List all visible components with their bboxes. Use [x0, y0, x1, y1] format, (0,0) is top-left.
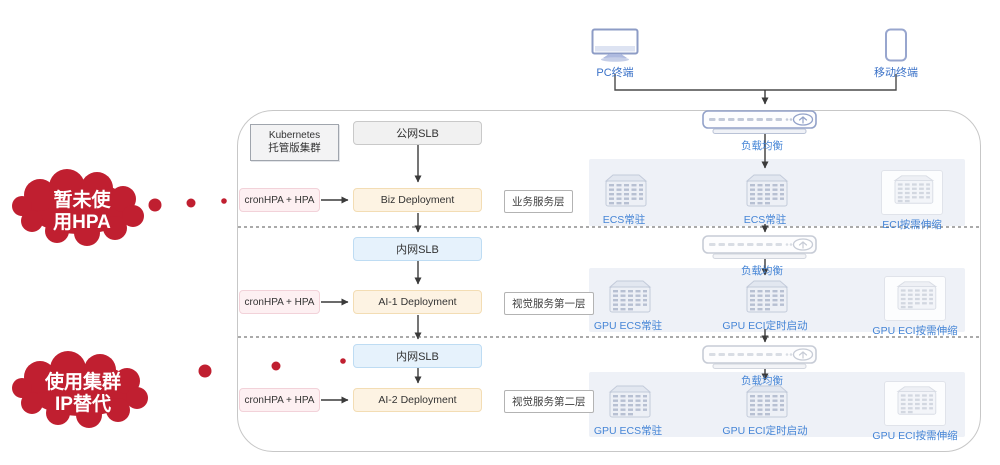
server-stack-icon: [745, 280, 789, 313]
note-cloud-no-hpa: 暂未使 用HPA: [12, 169, 144, 246]
ai1-deployment-box: AI-1 Deployment: [353, 290, 482, 314]
hpa-label-vision1: cronHPA + HPA: [244, 296, 315, 308]
layer-label-business: 业务服务层: [504, 190, 573, 213]
load-balancer-label: 负载均衡: [741, 140, 783, 152]
pc-terminal-label: PC终端: [596, 67, 634, 79]
load-balancer-label: 负载均衡: [741, 375, 783, 387]
hpa-label-vision2: cronHPA + HPA: [244, 394, 315, 406]
node-gpu-ecs-resident-1: GPU ECS常驻: [573, 278, 683, 333]
node-label: GPU ECI按需伸缩: [872, 325, 958, 337]
node-label: ECI按需伸缩: [882, 219, 942, 231]
hpa-box-vision1: cronHPA + HPA: [239, 290, 320, 314]
public-slb-box: 公网SLB: [353, 121, 482, 145]
node-ecs-resident-2: ECS常驻: [710, 172, 820, 227]
pc-terminal: PC终端: [589, 28, 641, 80]
public-slb-label: 公网SLB: [396, 128, 439, 140]
note-cloud-no-hpa-line2: 用HPA: [53, 212, 111, 233]
node-label: ECS常驻: [602, 214, 646, 226]
server-stack-icon: [745, 174, 789, 207]
internal-slb-label-2: 内网SLB: [396, 351, 439, 363]
server-stack-icon: [745, 385, 789, 418]
node-gpu-eci-on-demand-1: GPU ECI按需伸缩: [860, 276, 970, 338]
load-balancer-icon: [702, 110, 817, 134]
layer-label-vision1: 视觉服务第一层: [504, 292, 594, 315]
server-stack-icon: [608, 280, 652, 313]
load-balancer-icon: [702, 345, 817, 369]
note-cloud-cluster-ip-line2: IP替代: [55, 392, 111, 415]
pc-monitor-icon: [591, 28, 639, 62]
ai2-deployment-box: AI-2 Deployment: [353, 388, 482, 412]
hpa-box-business: cronHPA + HPA: [239, 188, 320, 212]
hpa-label-business: cronHPA + HPA: [244, 194, 315, 206]
ai1-deployment-label: AI-1 Deployment: [378, 296, 457, 308]
mobile-phone-icon: [885, 28, 907, 62]
ai2-deployment-label: AI-2 Deployment: [378, 394, 457, 406]
load-balancer-vision1: 负载均衡: [702, 235, 822, 278]
internal-slb-box-2: 内网SLB: [353, 344, 482, 368]
internal-slb-label-1: 内网SLB: [396, 244, 439, 256]
node-gpu-eci-scheduled-1: GPU ECI定时启动: [710, 278, 820, 333]
load-balancer-business: 负载均衡: [702, 110, 822, 153]
eci-placeholder-frame: [884, 381, 946, 426]
node-label: GPU ECS常驻: [593, 425, 663, 437]
load-balancer-label: 负载均衡: [741, 265, 783, 277]
eci-placeholder-frame: [881, 170, 943, 215]
node-gpu-ecs-resident-2: GPU ECS常驻: [573, 383, 683, 438]
load-balancer-vision2: 负载均衡: [702, 345, 822, 388]
eci-placeholder-frame: [884, 276, 946, 321]
node-label: ECS常驻: [743, 214, 787, 226]
note-cloud-no-hpa-line1: 暂未使: [53, 188, 111, 211]
node-gpu-eci-on-demand-2: GPU ECI按需伸缩: [860, 381, 970, 443]
server-stack-icon: [893, 175, 935, 204]
mobile-terminal: 移动终端: [866, 28, 926, 80]
node-ecs-resident-1: ECS常驻: [569, 172, 679, 227]
load-balancer-icon: [702, 235, 817, 259]
server-stack-icon: [896, 386, 938, 415]
cluster-title: Kubernetes 托管版集群: [250, 124, 339, 161]
node-label: GPU ECI定时启动: [722, 425, 808, 437]
server-stack-icon: [896, 281, 938, 310]
hpa-box-vision2: cronHPA + HPA: [239, 388, 320, 412]
note-cloud-cluster-ip-line1: 使用集群: [44, 370, 121, 393]
note-cloud-cluster-ip: 使用集群 IP替代: [12, 351, 148, 428]
mobile-terminal-label: 移动终端: [874, 67, 918, 79]
node-label: GPU ECI按需伸缩: [872, 430, 958, 442]
server-stack-icon: [608, 385, 652, 418]
node-label: GPU ECS常驻: [593, 320, 663, 332]
cluster-title-line2: 托管版集群: [268, 142, 321, 155]
cluster-title-line1: Kubernetes: [268, 129, 321, 141]
node-eci-on-demand: ECI按需伸缩: [857, 170, 967, 232]
node-label: GPU ECI定时启动: [722, 320, 808, 332]
layer-label-vision2: 视觉服务第二层: [504, 390, 594, 413]
node-gpu-eci-scheduled-2: GPU ECI定时启动: [710, 383, 820, 438]
internal-slb-box-1: 内网SLB: [353, 237, 482, 261]
biz-deployment-label: Biz Deployment: [380, 194, 455, 206]
server-stack-icon: [604, 174, 648, 207]
biz-deployment-box: Biz Deployment: [353, 188, 482, 212]
